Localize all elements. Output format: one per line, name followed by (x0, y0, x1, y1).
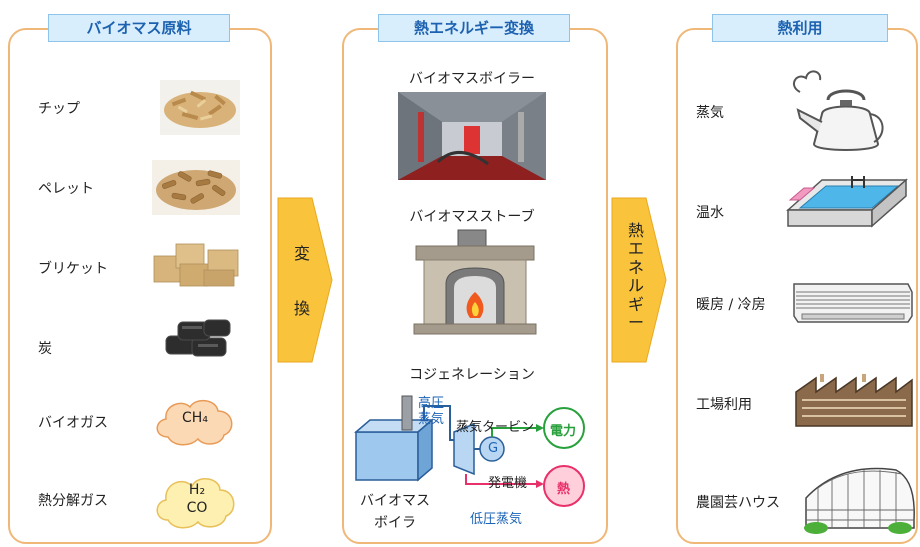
cogen-high-pressure-label: 高圧 (418, 396, 445, 411)
charcoal-icon (165, 319, 231, 357)
cogen-steam-label: 蒸気 (418, 412, 445, 427)
material-label-pyrolysis-gas: 熱分解ガス (38, 493, 108, 509)
conversion-panel-title: 熱エネルギー変換 (378, 14, 570, 42)
cogen-turbine-label: 蒸気タービン (456, 420, 535, 435)
pyrolysis-formula-h2: H₂ (188, 482, 206, 498)
cogen-boiler-label-line1: バイオマス (360, 493, 430, 509)
usage-label-factory: 工場利用 (696, 397, 752, 413)
material-label-pellet: ペレット (38, 181, 94, 197)
heat-energy-arrow-text: 熱 エ ネ ル ギ ー (627, 221, 644, 332)
biogas-formula: CH₄ (182, 410, 208, 426)
usage-label-heating-cooling: 暖房 / 冷房 (696, 297, 766, 313)
briquettes-icon (153, 243, 239, 287)
cogeneration-label: コジェネレーション (409, 367, 535, 383)
kettle-icon (793, 70, 884, 151)
material-label-biogas: バイオガス (38, 415, 108, 431)
material-label-briquette: ブリケット (38, 261, 108, 277)
biogas-cloud-icon (156, 399, 233, 446)
material-label-charcoal: 炭 (38, 341, 52, 357)
material-label-chip: チップ (38, 101, 80, 117)
biomass-boiler-label: バイオマスボイラー (409, 71, 535, 87)
factory-icon (795, 374, 913, 427)
biomass-stove-label: バイオマスストーブ (409, 209, 535, 225)
cogen-electricity-label: 電力 (550, 424, 577, 439)
pyrolysis-formula-co: CO (186, 500, 208, 516)
convert-arrow-char1: 変 (293, 244, 310, 263)
usage-label-greenhouse: 農園芸ハウス (696, 495, 780, 511)
cogen-boiler-label-line2: ボイラ (374, 515, 416, 531)
cogen-low-pressure-steam-label: 低圧蒸気 (470, 512, 523, 527)
cogen-generator-symbol: G (488, 441, 499, 456)
usage-label-steam: 蒸気 (696, 105, 724, 121)
cogen-generator-label: 発電機 (488, 476, 528, 491)
materials-panel-title: バイオマス原料 (48, 14, 230, 42)
heat-energy-arrow (611, 197, 667, 363)
pyrolysis-gas-cloud-icon (156, 478, 235, 529)
usage-panel-title: 熱利用 (712, 14, 888, 42)
cogen-heat-label: 熱 (557, 482, 571, 497)
convert-arrow (277, 197, 333, 363)
wood-pellets-icon (152, 160, 240, 215)
wood-chips-icon (160, 80, 240, 135)
cogeneration-diagram (353, 395, 585, 507)
greenhouse-icon (804, 467, 915, 534)
pool-icon (786, 176, 908, 228)
convert-arrow-char2: 換 (293, 299, 310, 318)
biomass-stove-icon (413, 229, 537, 335)
air-conditioner-icon (793, 283, 913, 323)
usage-label-hot-water: 温水 (696, 205, 724, 221)
biomass-boiler-photo (398, 92, 546, 180)
